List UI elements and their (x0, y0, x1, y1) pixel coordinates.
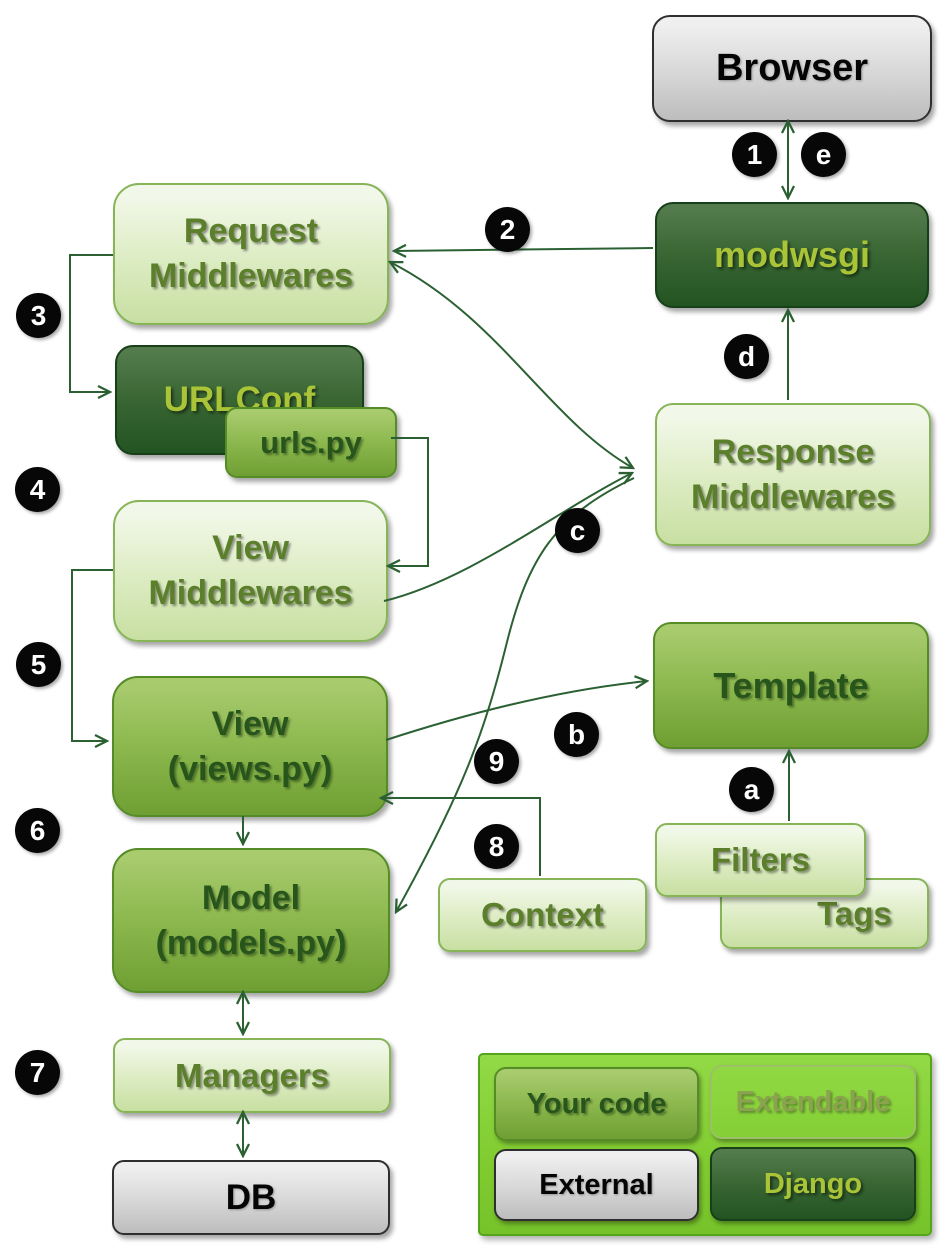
node-managers: Managers (113, 1038, 391, 1113)
node-filters: Filters (655, 823, 866, 897)
node-managers-label: Managers (174, 1056, 330, 1094)
arrow-view-middlewares-view (71, 569, 113, 741)
node-context: Context (438, 878, 647, 952)
node-view-middlewares-line2: Middlewares (148, 574, 353, 612)
legend-extendable-label: Extendable (735, 1085, 891, 1118)
node-request-middlewares-line1: Request (183, 212, 319, 250)
legend-external-label: External (539, 1168, 654, 1201)
node-model-line1: Model (201, 878, 301, 917)
node-filters-label: Filters (710, 841, 811, 878)
arrow-modwsgi-request-middlewares (394, 248, 654, 251)
legend-your-code-label: Your code (526, 1087, 667, 1120)
legend-django-label: Django (763, 1167, 863, 1200)
badge-step-b: b (554, 712, 599, 757)
badge-step-8: 8 (474, 824, 519, 869)
node-template-label: Template (713, 664, 869, 706)
arrow-request-middlewares-urlconf (69, 254, 113, 392)
node-response-middlewares-line2: Middlewares (690, 477, 896, 516)
badge-step-7: 7 (15, 1050, 60, 1095)
node-model-line2: (models.py) (155, 923, 347, 962)
legend-django: Django (710, 1147, 916, 1221)
legend-panel: Your code Extendable External Django (478, 1053, 932, 1236)
node-db: DB (112, 1160, 390, 1235)
node-response-middlewares: Response Middlewares (655, 403, 931, 546)
legend-external: External (494, 1149, 699, 1221)
curve-view-template (385, 681, 647, 741)
badge-step-2: 2 (485, 207, 530, 252)
node-browser: Browser (652, 15, 932, 122)
node-view-middlewares: View Middlewares (113, 500, 388, 642)
node-view-line2: (views.py) (167, 749, 333, 788)
badge-step-3: 3 (16, 293, 61, 338)
node-response-middlewares-line1: Response (711, 432, 875, 471)
badge-step-5: 5 (16, 642, 61, 687)
node-modwsgi: modwsgi (655, 202, 929, 308)
node-view: View (views.py) (112, 676, 388, 817)
curve-request-middlewares-response-middlewares (390, 262, 633, 468)
node-request-middlewares: Request Middlewares (113, 183, 389, 325)
badge-step-a: a (729, 767, 774, 812)
legend-extendable: Extendable (710, 1065, 916, 1139)
badge-step-9: 9 (474, 739, 519, 784)
badge-step-1: 1 (732, 132, 777, 177)
node-tags-label: Tags (817, 894, 892, 932)
node-db-label: DB (225, 1177, 277, 1217)
legend-your-code: Your code (494, 1067, 699, 1141)
node-request-middlewares-line2: Middlewares (148, 257, 354, 295)
badge-step-6: 6 (15, 808, 60, 853)
node-template: Template (653, 622, 929, 749)
badge-step-d: d (724, 334, 769, 379)
badge-step-4: 4 (15, 467, 60, 512)
badge-step-c: c (555, 508, 600, 553)
node-context-label: Context (481, 896, 604, 933)
node-urls-py: urls.py (225, 407, 397, 478)
node-model: Model (models.py) (112, 848, 390, 993)
node-browser-label: Browser (715, 47, 869, 89)
badge-step-e: e (801, 132, 846, 177)
node-urls-py-label: urls.py (260, 424, 362, 460)
node-modwsgi-label: modwsgi (713, 234, 870, 275)
node-view-line1: View (211, 704, 289, 743)
node-view-middlewares-line1: View (212, 529, 289, 567)
